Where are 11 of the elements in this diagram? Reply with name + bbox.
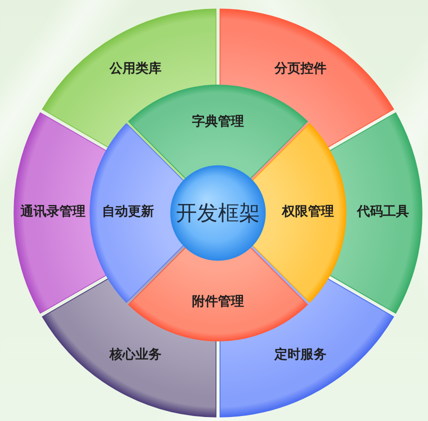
segment-label: 通讯录管理 xyxy=(20,206,86,220)
segment-label: 代码工具 xyxy=(357,206,409,220)
center-label: 开发框架 xyxy=(176,200,260,226)
segment-label: 公用类库 xyxy=(110,62,162,78)
segment-label: 定时服务 xyxy=(274,348,326,364)
segment-label: 字典管理 xyxy=(192,116,244,130)
segment-label: 分页控件 xyxy=(274,62,326,78)
segment-label: 附件管理 xyxy=(192,296,244,310)
segment-label: 核心业务 xyxy=(110,348,162,364)
segment-label: 权限管理 xyxy=(282,206,334,220)
segment-label: 自动更新 xyxy=(102,206,154,220)
